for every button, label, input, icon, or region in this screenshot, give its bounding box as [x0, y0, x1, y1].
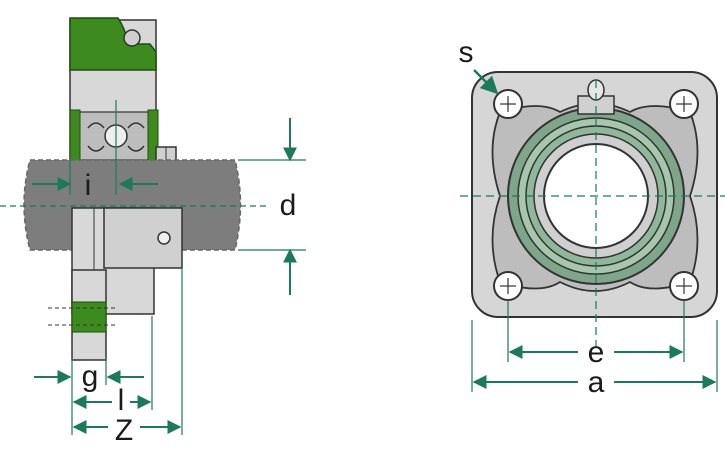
label-z: Z [115, 414, 133, 447]
grease-nipple [123, 29, 141, 47]
side-view: i d g l Z [0, 17, 306, 447]
collar-screw-icon [157, 231, 171, 245]
front-view: s e a [459, 36, 725, 399]
label-g: g [82, 360, 99, 393]
label-d: d [280, 189, 297, 222]
flange-green [71, 301, 107, 333]
label-a: a [588, 366, 605, 399]
label-i: i [85, 169, 92, 202]
bolt-hole-icon [493, 89, 699, 301]
label-s: s [459, 36, 474, 69]
label-e: e [588, 336, 605, 369]
label-l: l [118, 384, 125, 417]
